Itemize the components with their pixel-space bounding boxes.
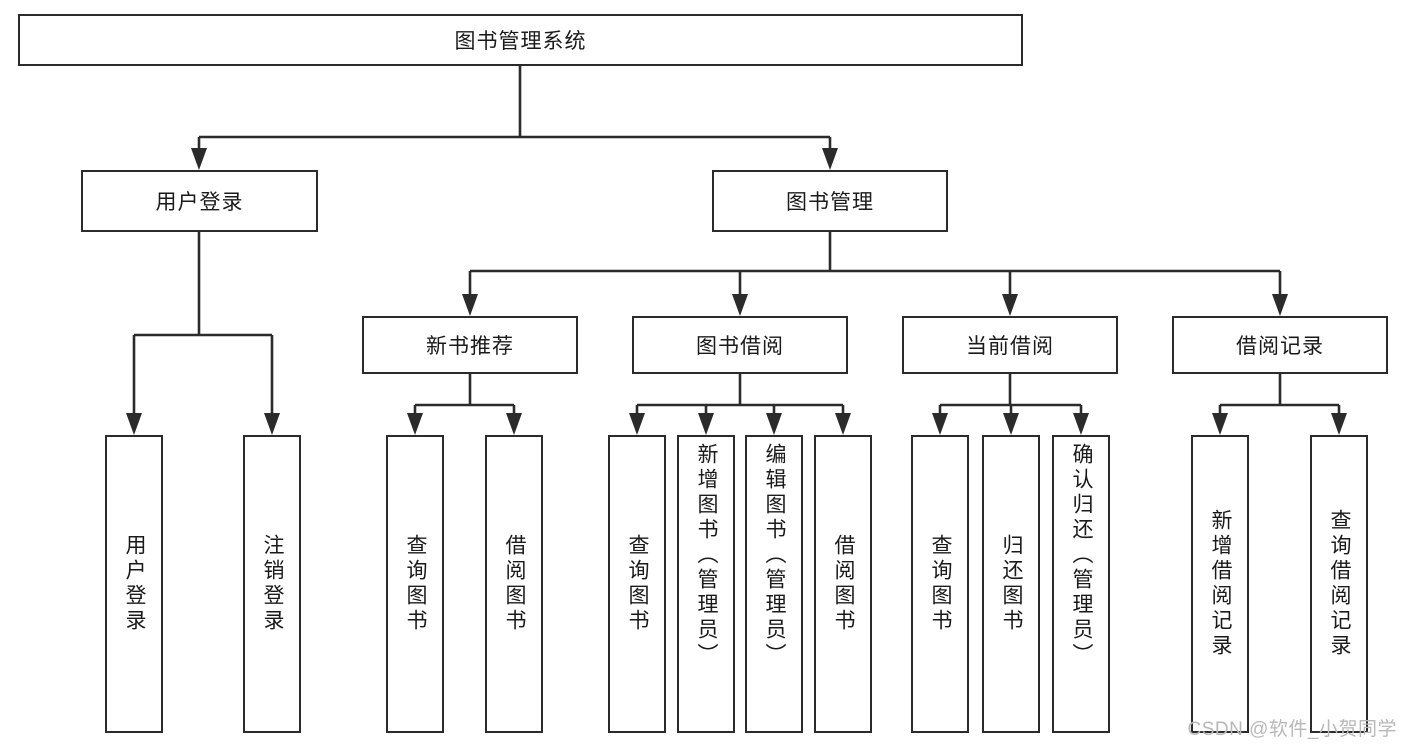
arrowhead-book-1	[732, 294, 748, 316]
arrowhead-g2-0	[932, 413, 948, 435]
node-level2-1-label: 图书管理	[786, 191, 874, 214]
node-leaf-0-label: 用户登录	[123, 534, 147, 634]
arrowhead-g3-1	[1331, 413, 1347, 435]
node-leaf-7-label: 借阅图书	[832, 534, 856, 634]
node-leaf-11-label: 新增借阅记录	[1209, 509, 1233, 659]
arrowhead-g1-0	[629, 413, 645, 435]
node-leaf-6-label: 编辑图书（管理员）	[763, 443, 787, 668]
node-level3-3[interactable]: 借阅记录	[1172, 316, 1388, 374]
node-root-label: 图书管理系统	[454, 30, 587, 53]
node-leaf-8-label: 查询图书	[929, 534, 953, 634]
node-leaf-11[interactable]: 新增借阅记录	[1191, 435, 1249, 733]
node-leaf-7[interactable]: 借阅图书	[814, 435, 872, 733]
node-level2-0[interactable]: 用户登录	[81, 170, 318, 232]
node-level3-0-label: 新书推荐	[426, 335, 514, 358]
node-leaf-3[interactable]: 借阅图书	[485, 435, 543, 733]
node-level2-1[interactable]: 图书管理	[712, 170, 948, 232]
node-level3-2[interactable]: 当前借阅	[902, 316, 1118, 374]
arrowhead-g3-0	[1212, 413, 1228, 435]
node-leaf-0[interactable]: 用户登录	[105, 435, 163, 733]
arrowhead-g1-1	[698, 413, 714, 435]
watermark: CSDN @软件_小贺同学	[1187, 719, 1397, 740]
node-leaf-9[interactable]: 归还图书	[982, 435, 1040, 733]
node-leaf-1-label: 注销登录	[261, 534, 285, 634]
node-leaf-5-label: 新增图书（管理员）	[695, 443, 719, 668]
node-root[interactable]: 图书管理系统	[18, 14, 1023, 66]
arrowhead-root-0	[191, 148, 207, 170]
node-leaf-9-label: 归还图书	[1000, 534, 1024, 634]
arrowhead-g2-2	[1073, 413, 1089, 435]
node-leaf-8[interactable]: 查询图书	[911, 435, 969, 733]
node-level3-2-label: 当前借阅	[966, 335, 1054, 358]
arrowhead-g0-1	[506, 413, 522, 435]
node-leaf-1[interactable]: 注销登录	[243, 435, 301, 733]
arrowhead-g2-1	[1003, 413, 1019, 435]
node-leaf-10-label: 确认归还（管理员）	[1070, 443, 1094, 668]
arrowhead-book-2	[1002, 294, 1018, 316]
node-leaf-4-label: 查询图书	[626, 534, 650, 634]
arrowhead-user-0	[126, 413, 142, 435]
node-level2-0-label: 用户登录	[155, 191, 244, 214]
node-level3-0[interactable]: 新书推荐	[362, 316, 578, 374]
arrowhead-g0-0	[407, 413, 423, 435]
arrowhead-g1-2	[766, 413, 782, 435]
node-leaf-3-label: 借阅图书	[503, 534, 527, 634]
node-leaf-4[interactable]: 查询图书	[608, 435, 666, 733]
arrowhead-book-0	[462, 294, 478, 316]
node-leaf-5[interactable]: 新增图书（管理员）	[677, 435, 735, 733]
arrowhead-book-3	[1272, 294, 1288, 316]
node-leaf-10[interactable]: 确认归还（管理员）	[1052, 435, 1110, 733]
node-leaf-12-label: 查询借阅记录	[1328, 509, 1352, 659]
node-level3-3-label: 借阅记录	[1236, 335, 1324, 358]
node-leaf-2-label: 查询图书	[404, 534, 428, 634]
node-level3-1[interactable]: 图书借阅	[632, 316, 848, 374]
arrowhead-user-1	[264, 413, 280, 435]
node-level3-1-label: 图书借阅	[696, 335, 784, 358]
arrowhead-root-1	[822, 148, 838, 170]
arrowhead-g1-3	[835, 413, 851, 435]
node-leaf-12[interactable]: 查询借阅记录	[1310, 435, 1368, 733]
node-leaf-2[interactable]: 查询图书	[386, 435, 444, 733]
node-leaf-6[interactable]: 编辑图书（管理员）	[745, 435, 803, 733]
